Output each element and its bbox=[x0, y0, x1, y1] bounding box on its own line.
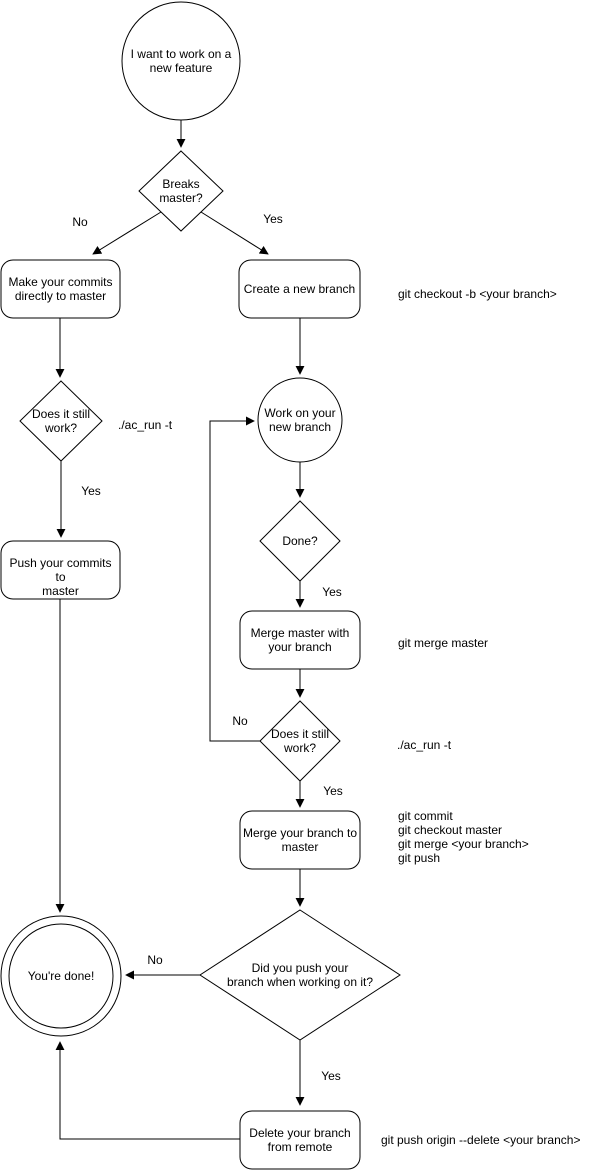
edge-label-still-work-mid-yes: Yes bbox=[323, 784, 343, 798]
edge-label-done-yes: Yes bbox=[322, 585, 342, 599]
annotation-ac-run-left: ./ac_run -t bbox=[118, 418, 173, 432]
still-work-left-label: Does it still work? bbox=[31, 407, 90, 435]
edge-label-breaks-no: No bbox=[72, 215, 88, 229]
edge-label-still-work-left-yes: Yes bbox=[81, 484, 101, 498]
delete-remote-box bbox=[239, 1110, 361, 1170]
youre-done-circle-inner bbox=[8, 923, 114, 1029]
annotation-delete-remote-cmd: git push origin --delete <your branch> bbox=[381, 1133, 581, 1147]
work-branch-label: Work on your new branch bbox=[264, 406, 336, 434]
did-push-label: Did you push your branch when working on… bbox=[226, 961, 374, 989]
delete-remote-label: Delete your branch from remote bbox=[249, 1126, 351, 1154]
annotation-merge-branch-cmds: git commit git checkout master git merge… bbox=[398, 809, 529, 865]
annotation-checkout-branch: git checkout -b <your branch> bbox=[398, 287, 557, 301]
make-commits-label: Make your commits directly to master bbox=[8, 275, 113, 303]
edge-still-work-no-loop bbox=[209, 416, 260, 742]
edge-label-did-push-no: No bbox=[147, 953, 163, 967]
breaks-master-diamond bbox=[138, 150, 224, 232]
done-check-label: Done? bbox=[282, 534, 318, 548]
edge-label-did-push-yes: Yes bbox=[321, 1069, 341, 1083]
merge-master-label: Merge master with your branch bbox=[250, 626, 350, 654]
create-branch-label: Create a new branch bbox=[243, 282, 356, 296]
start-label: I want to work on a new feature bbox=[130, 47, 232, 75]
youre-done-label: You're done! bbox=[27, 969, 95, 983]
still-work-mid-label: Does it still work? bbox=[270, 727, 329, 755]
edge-breaks-no bbox=[92, 211, 162, 255]
annotation-merge-master-cmd: git merge master bbox=[398, 636, 489, 650]
edge-delete-to-done-loop bbox=[55, 1041, 240, 1140]
edge-breaks-yes bbox=[200, 211, 269, 255]
push-commits-label: Push your commits to master bbox=[9, 556, 112, 598]
merge-branch-label: Merge your branch to master bbox=[242, 826, 358, 854]
edge-label-breaks-yes: Yes bbox=[263, 212, 283, 226]
breaks-master-label: Breaks master? bbox=[159, 177, 203, 205]
annotation-ac-run-mid: ./ac_run -t bbox=[397, 738, 452, 752]
edge-label-still-work-mid-no: No bbox=[232, 714, 248, 728]
